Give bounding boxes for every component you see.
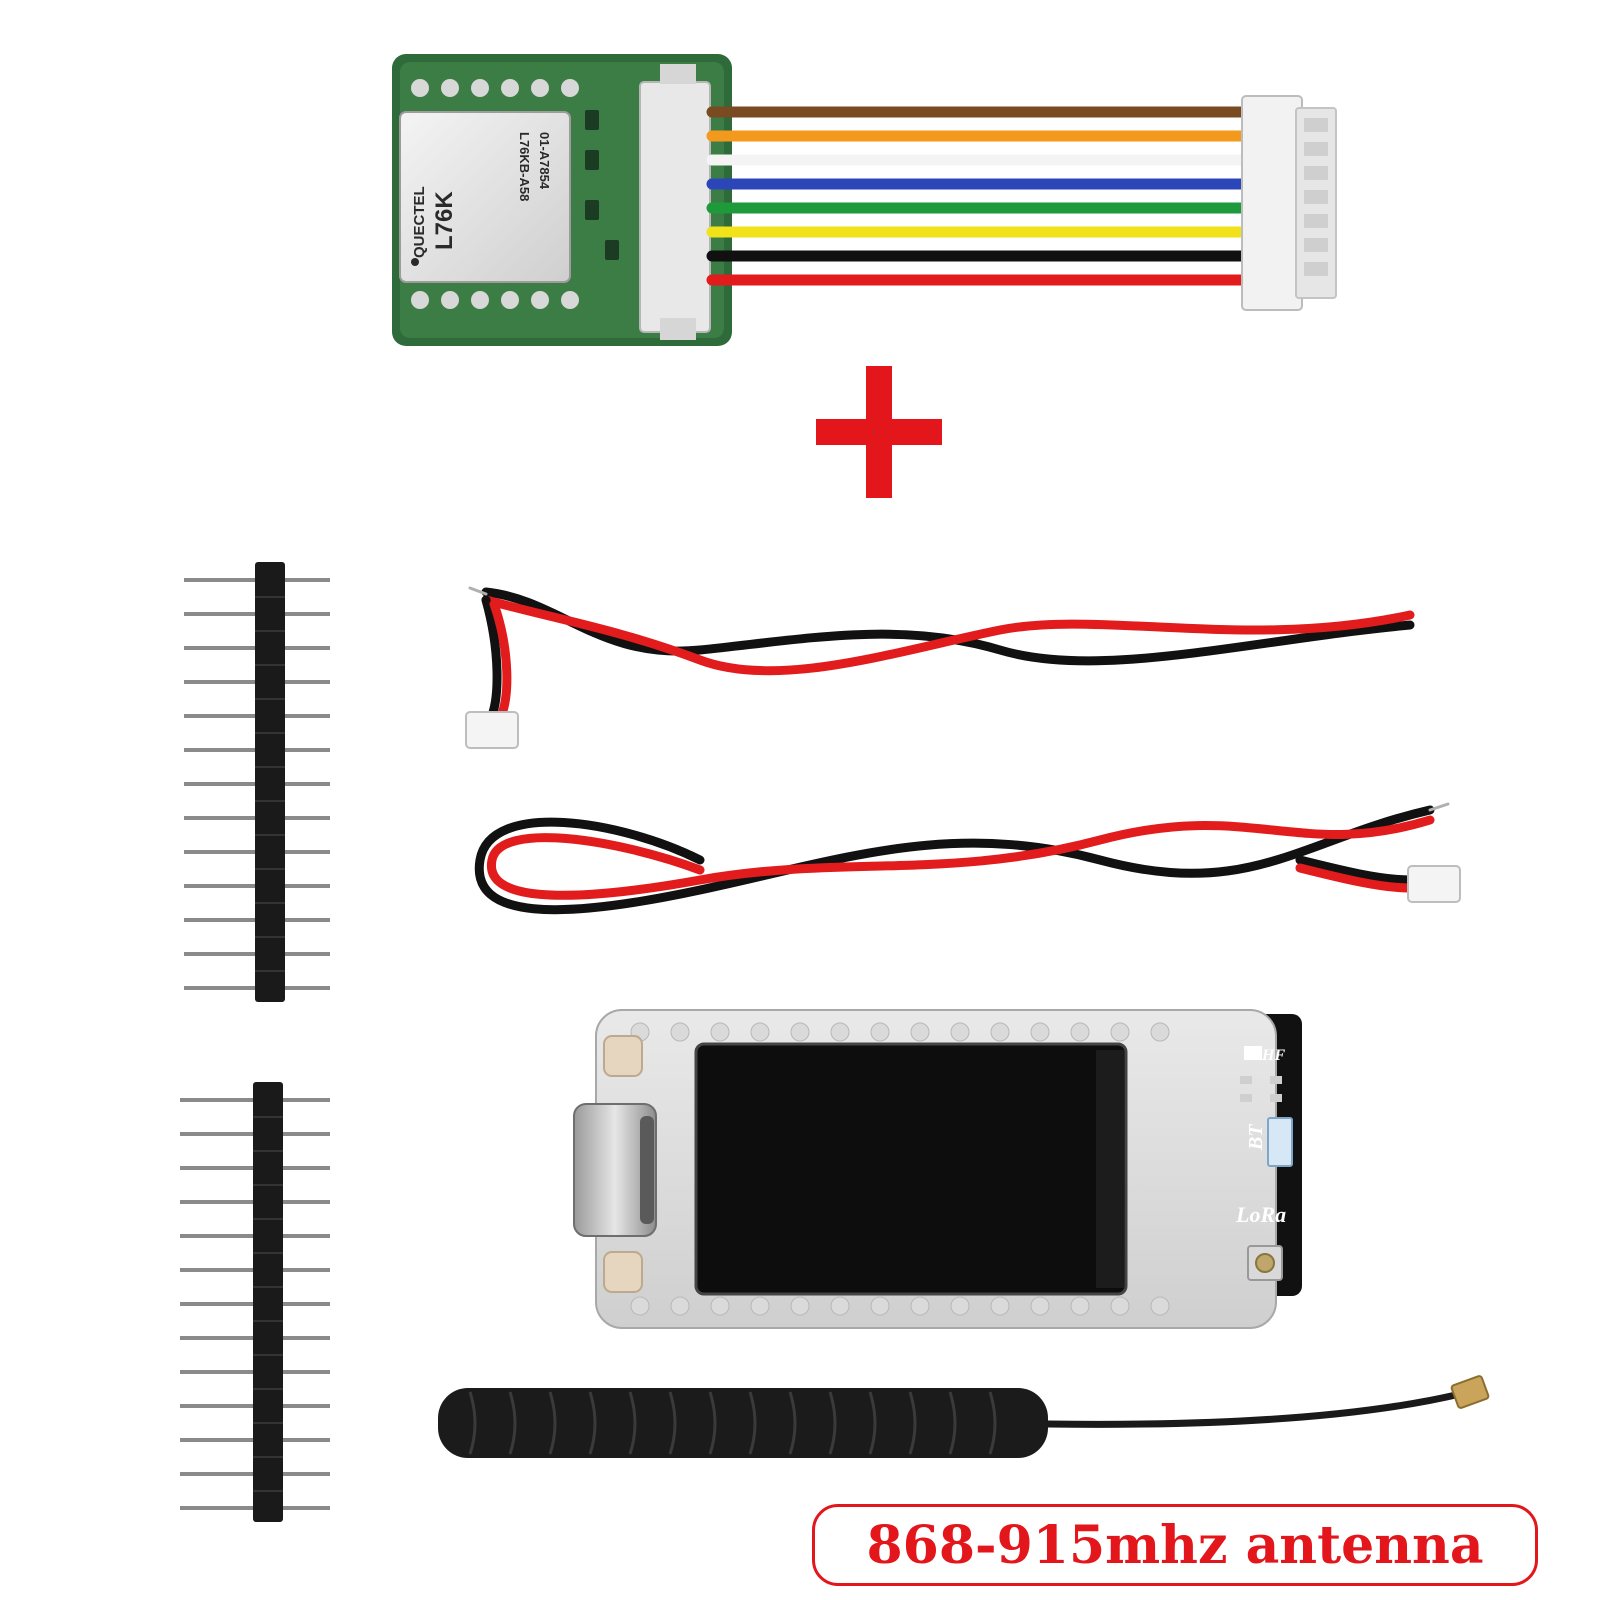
battery-connector-top — [465, 711, 519, 749]
gps-model-label: L76K — [431, 191, 458, 250]
display-screen — [694, 1042, 1128, 1296]
ipex-connector — [1247, 1245, 1283, 1281]
usb-c-port — [573, 1103, 657, 1237]
plus-sign — [816, 366, 942, 498]
gps-module: QUECTEL L76K L76KB-A58 01-A7854 — [392, 54, 732, 346]
pin-header-bottom — [180, 1082, 330, 1522]
bt-label: BT — [1245, 1124, 1267, 1151]
battery-connector-bottom — [1407, 865, 1461, 903]
gps-end-connector — [1241, 95, 1337, 311]
lora-label: LoRa — [1235, 1202, 1286, 1227]
hf-label: HF — [1261, 1047, 1285, 1064]
lora-board: HF BT LoRa — [573, 1009, 1302, 1329]
gps-shield-can: QUECTEL L76K L76KB-A58 01-A7854 — [399, 111, 571, 283]
bt-chip-antenna — [1267, 1117, 1293, 1167]
battery-cable-top — [468, 586, 1415, 725]
gps-part-code: L76KB-A58 — [517, 132, 532, 201]
gps-serial-code: 01-A7854 — [537, 132, 552, 190]
caption-text: 868-915mhz antenna — [866, 1514, 1484, 1576]
gps-brand-label: QUECTEL — [411, 186, 428, 258]
battery-cable-bottom — [474, 802, 1450, 915]
lora-antenna — [438, 1375, 1490, 1458]
gps-ribbon-cable — [706, 106, 1248, 286]
pin-header-top — [184, 562, 330, 1002]
caption-box: 868-915mhz antenna — [812, 1504, 1538, 1586]
